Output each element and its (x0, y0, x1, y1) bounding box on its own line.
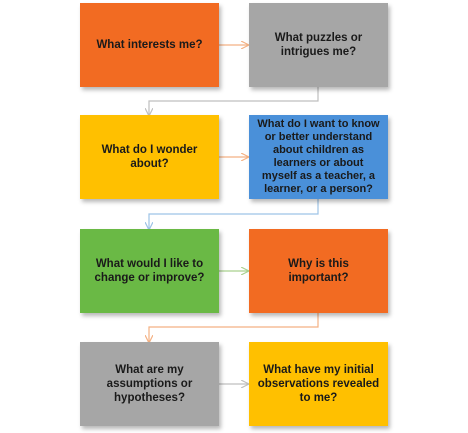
box-label: What have my initial observations reveal… (257, 364, 380, 404)
box-change-or-improve: What would I like to change or improve? (80, 229, 219, 313)
box-label: What are my assumptions or hypotheses? (106, 364, 193, 404)
box-label: What would I like to change or improve? (94, 258, 205, 284)
box-what-do-i-want-to-know: What do I want to know or better underst… (249, 115, 388, 199)
box-why-important: Why is this important? (249, 229, 388, 313)
box-label: What puzzles or intrigues me? (274, 32, 363, 58)
box-label: Why is this important? (288, 258, 349, 284)
box-what-puzzles-me: What puzzles or intrigues me? (249, 3, 388, 87)
box-assumptions-hypotheses: What are my assumptions or hypotheses? (80, 342, 219, 426)
arrow-4-to-5 (149, 199, 319, 229)
box-what-interests-me: What interests me? (80, 3, 219, 87)
arrow-2-to-3 (149, 87, 319, 115)
box-label: What do I want to know or better underst… (257, 118, 380, 195)
arrow-6-to-7 (149, 313, 319, 342)
box-label: What do I wonder about? (101, 144, 198, 170)
box-initial-observations: What have my initial observations reveal… (249, 342, 388, 426)
box-label: What interests me? (96, 39, 203, 51)
box-what-do-i-wonder: What do I wonder about? (80, 115, 219, 199)
